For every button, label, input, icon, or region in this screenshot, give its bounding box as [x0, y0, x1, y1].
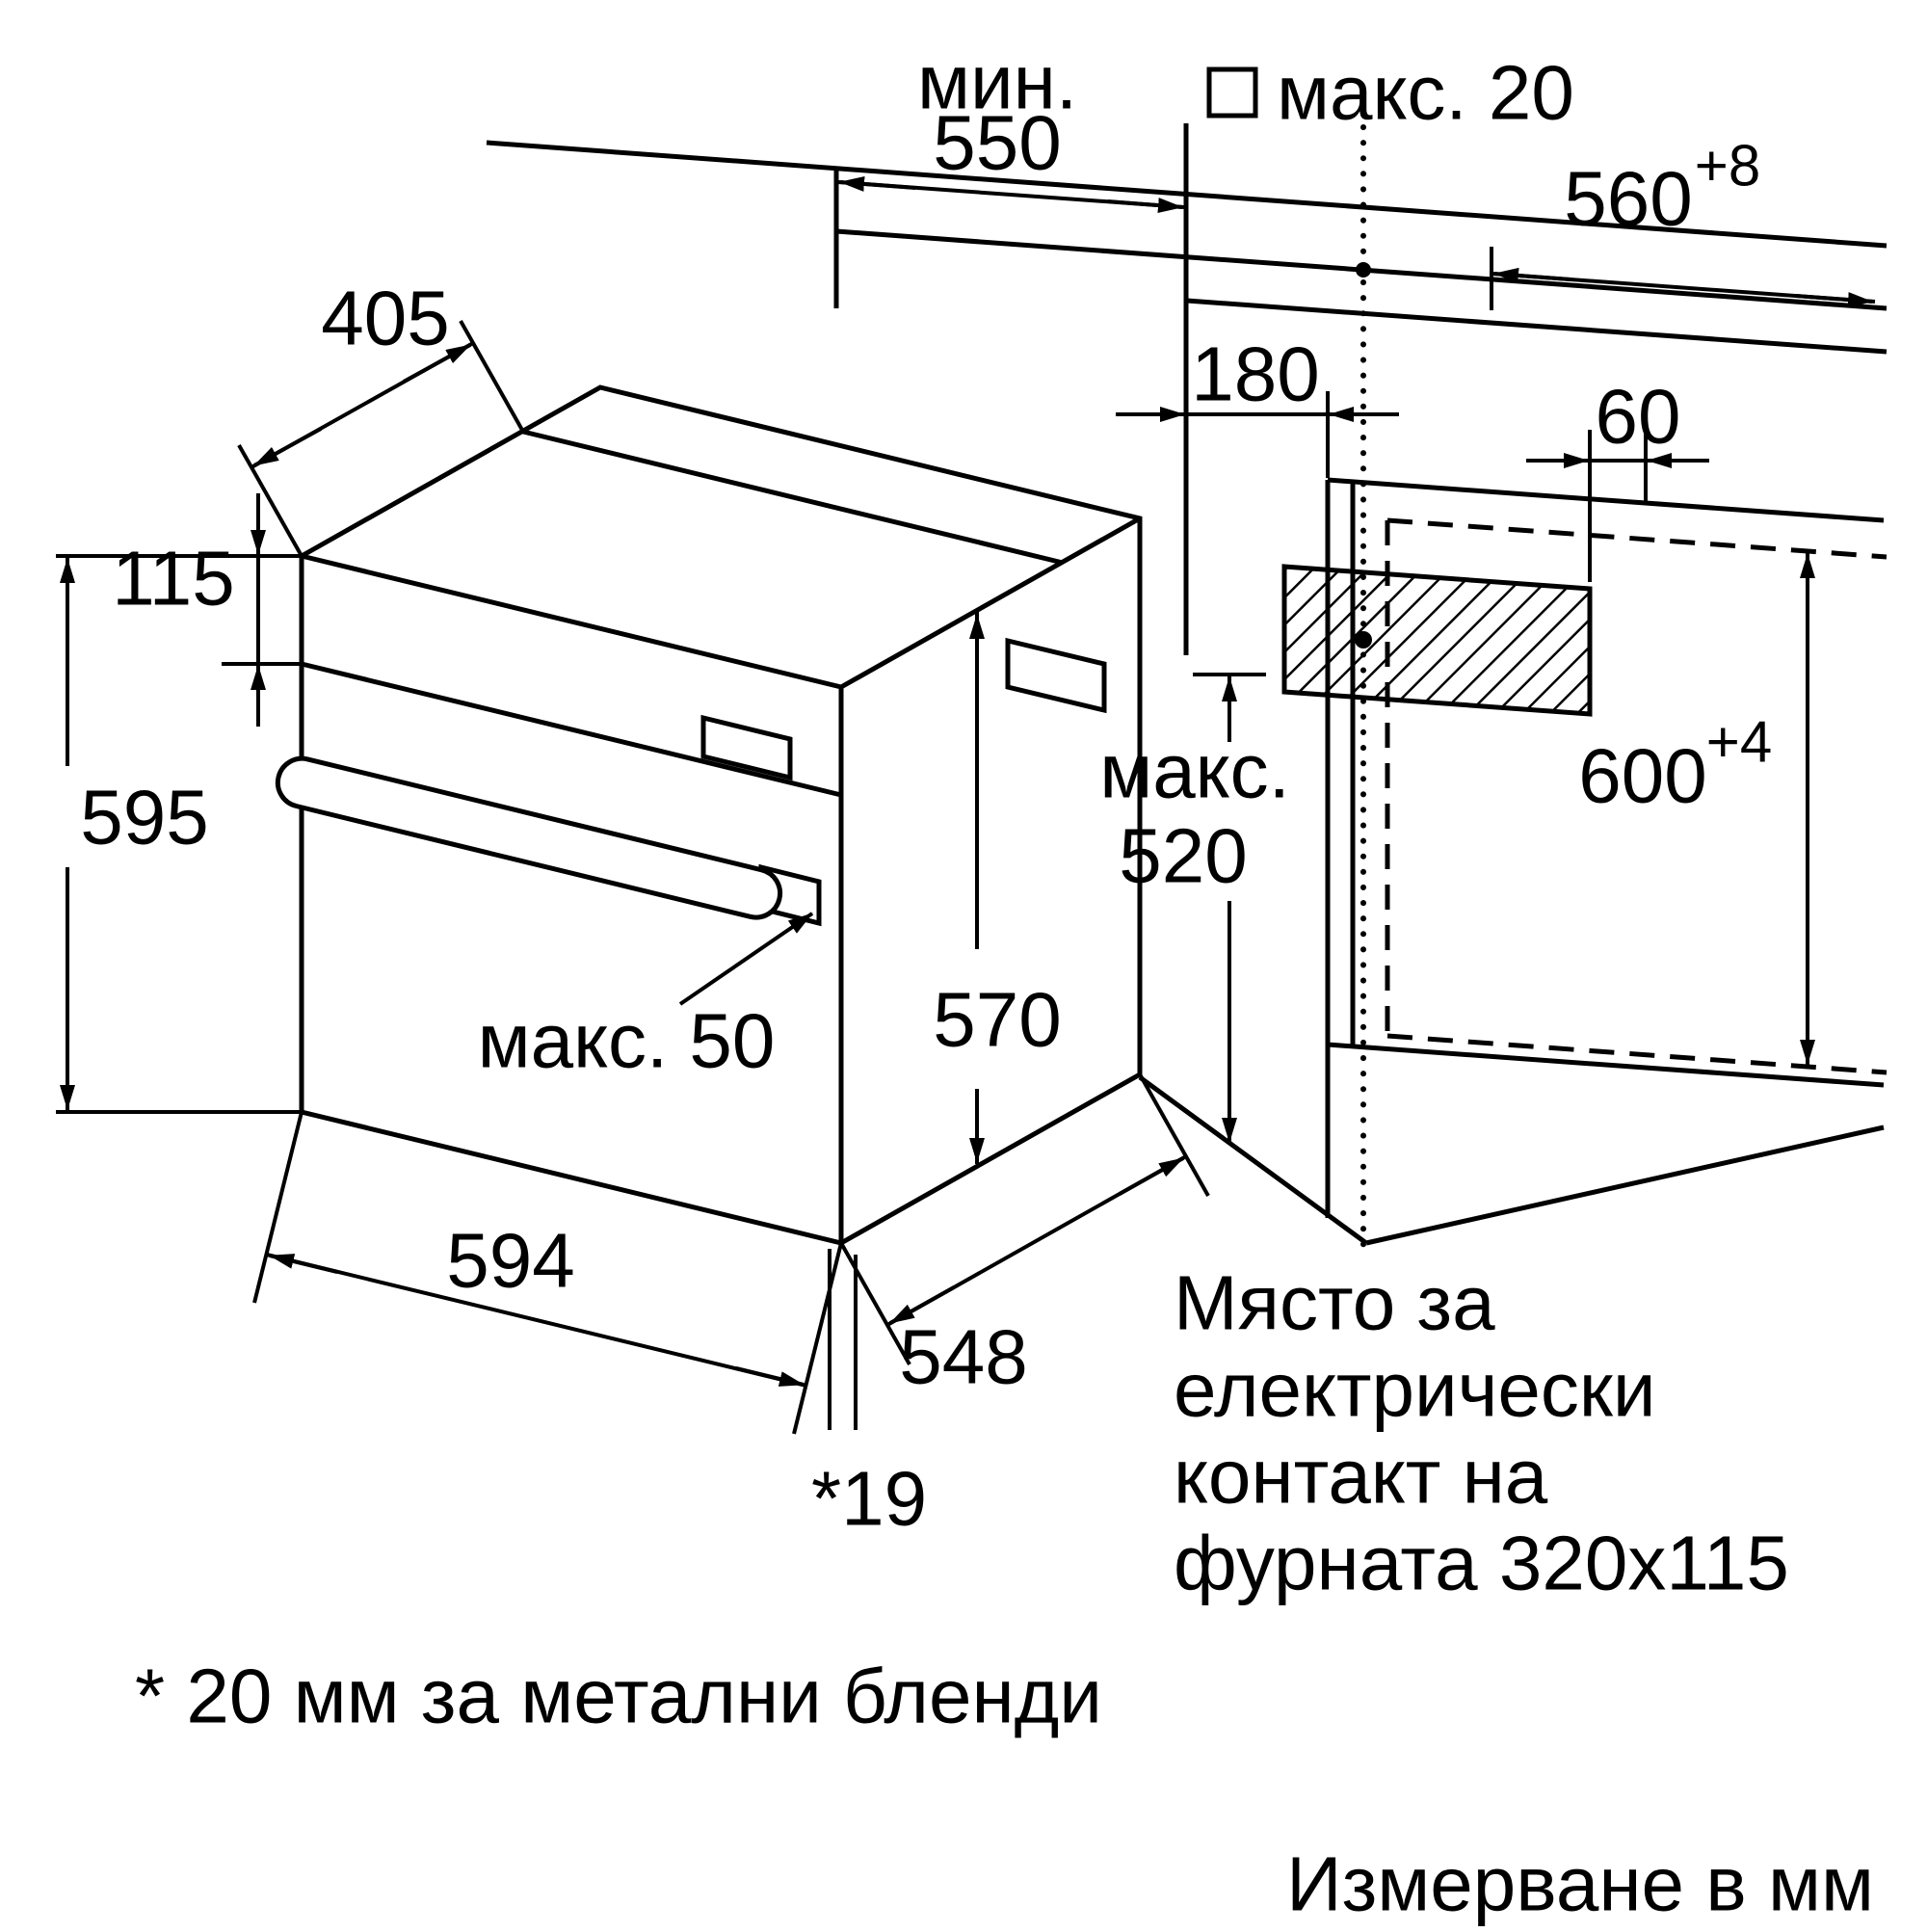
- label-560-tolerance: +8: [1695, 134, 1760, 198]
- spacer-square-symbol: [1206, 66, 1258, 119]
- ext-548-front: [839, 1242, 911, 1365]
- label-595: 595: [80, 775, 208, 860]
- door-handle: [275, 755, 783, 920]
- label-60: 60: [1596, 374, 1681, 460]
- label-548: 548: [899, 1314, 1027, 1400]
- ext-594-left: [252, 1111, 304, 1304]
- label-600-tolerance: +4: [1706, 710, 1772, 775]
- label-570: 570: [933, 977, 1061, 1063]
- ext-548-rear: [1138, 1073, 1210, 1197]
- ext-594-right: [792, 1242, 843, 1435]
- units-note: Измерване в мм: [1286, 1841, 1874, 1927]
- dim-560-arrow-right: [1795, 292, 1873, 308]
- worktop-front-edge: [1186, 298, 1887, 355]
- ext-405-front: [237, 444, 304, 557]
- dim-405-arrow-a: [253, 427, 322, 467]
- label-550: 550: [933, 100, 1061, 186]
- label-max: макс.: [1099, 728, 1290, 814]
- worktop-lines: [486, 123, 1887, 655]
- dim-548-arrow-front: [889, 1285, 955, 1325]
- socket-note-line-3: контакт на: [1174, 1434, 1548, 1520]
- oven: [275, 384, 1143, 1246]
- cabinet-floor-side-edge: [1365, 1125, 1885, 1246]
- socket-area: [1281, 564, 1593, 717]
- cabinet-floor-front-edge: [1138, 1074, 1368, 1246]
- socket-note-line-2: електрически: [1174, 1347, 1656, 1433]
- label-115: 115: [112, 536, 235, 622]
- label-180: 180: [1191, 331, 1319, 417]
- control-panel-divider: [301, 661, 842, 798]
- dim-560-arrow-left: [1493, 267, 1571, 283]
- labels: мин. 550 макс. 20 560 +8 405 180 60 115 …: [80, 40, 1874, 1927]
- label-min: мин.: [917, 40, 1077, 125]
- label-520: 520: [1119, 813, 1247, 899]
- socket-hatched-zone: [1281, 564, 1593, 717]
- socket-note-line-4: фурната 320x115: [1174, 1521, 1789, 1606]
- dim-550-arrow-left: [839, 175, 916, 192]
- control-panel-display: [700, 714, 793, 781]
- extension-lines: [56, 247, 1648, 1435]
- side-mounting-tab: [1005, 637, 1107, 714]
- ext-405-rear: [459, 320, 525, 433]
- dim-548-arrow-rear: [1119, 1156, 1184, 1196]
- oven-front-top-edge: [301, 553, 842, 690]
- oven-top-groove-line: [522, 429, 1064, 566]
- dimension-lines: [60, 175, 1876, 1388]
- door-handle-bar: [275, 755, 783, 920]
- dim-550-arrow-right: [1107, 198, 1183, 214]
- footnote-metal-trims: * 20 мм за метални бленди: [135, 1654, 1102, 1739]
- label-max-50: макс. 50: [478, 998, 776, 1084]
- dim-594-line: [266, 1253, 807, 1388]
- label-405: 405: [321, 276, 449, 361]
- socket-note-line-1: Място за: [1174, 1260, 1495, 1346]
- label-max-20: макс. 20: [1277, 50, 1574, 136]
- label-560: 560: [1564, 156, 1692, 242]
- niche-bottom-edge: [1327, 1042, 1885, 1088]
- label-19: *19: [811, 1456, 927, 1542]
- dim-405-arrow-b: [403, 343, 471, 384]
- socket-center-dot: [1355, 631, 1372, 648]
- dim-594-arrow-left: [269, 1254, 338, 1274]
- niche-back-bottom-edge: [1386, 1033, 1887, 1075]
- oven-side-top-edge: [839, 516, 1142, 690]
- dim-50-leader-arrow: [678, 912, 814, 1006]
- label-600: 600: [1578, 733, 1706, 819]
- reference-dot: [1356, 262, 1371, 278]
- dim-594-arrow-right: [735, 1366, 805, 1387]
- niche-top-edge: [1327, 477, 1885, 523]
- label-594: 594: [446, 1218, 574, 1304]
- niche-back-top-edge: [1386, 517, 1887, 560]
